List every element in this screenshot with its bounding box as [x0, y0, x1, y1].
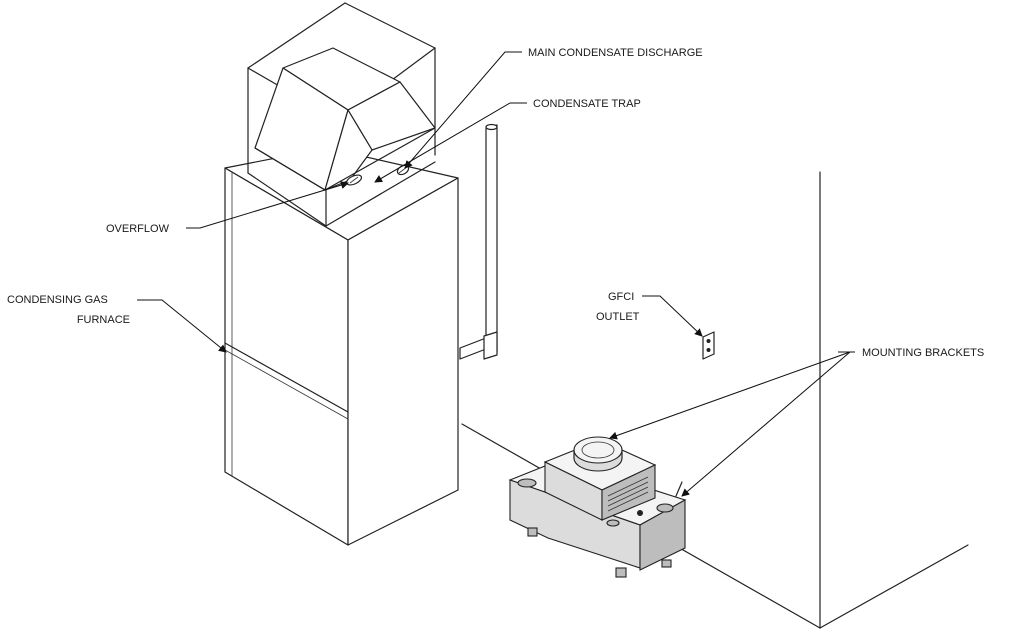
label-furnace: FURNACE	[77, 314, 130, 326]
vent-pipe	[459, 123, 498, 360]
leader-condensate-trap	[374, 102, 527, 183]
furnace-cabinet	[224, 147, 459, 546]
label-condensate-trap: CONDENSATE TRAP	[533, 98, 641, 110]
leader-lines	[137, 51, 855, 497]
leader-gfci	[642, 295, 703, 337]
label-mounting-brackets: MOUNTING BRACKETS	[862, 347, 984, 359]
leader-main-condensate-discharge	[404, 51, 522, 169]
leader-mounting-bracket-top	[609, 351, 851, 440]
label-gfci: GFCI	[608, 291, 634, 303]
leader-mounting-bracket-side	[681, 351, 851, 497]
leader-furnace	[137, 299, 227, 353]
label-outlet: OUTLET	[596, 311, 640, 323]
label-main-condensate-discharge: MAIN CONDENSATE DISCHARGE	[528, 47, 703, 59]
gfci-outlet	[702, 331, 715, 360]
furnace-plenum	[247, 2, 436, 227]
leader-overflow	[186, 181, 349, 229]
label-overflow: OVERFLOW	[106, 223, 170, 235]
condensate-pump	[508, 436, 687, 578]
label-condensing-gas: CONDENSING GAS	[7, 294, 108, 306]
